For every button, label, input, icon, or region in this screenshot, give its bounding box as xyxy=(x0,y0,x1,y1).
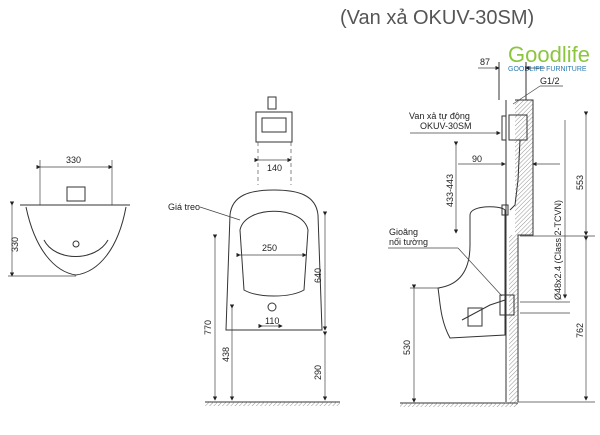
svg-text:GOODLIFE FURNITURE: GOODLIFE FURNITURE xyxy=(508,66,587,73)
valve-width-dim: 140 xyxy=(267,163,282,173)
svg-text:438: 438 xyxy=(221,347,231,362)
svg-text:G1/2: G1/2 xyxy=(540,76,560,86)
svg-text:553: 553 xyxy=(575,175,585,190)
svg-text:Van xả tự động: Van xả tự động xyxy=(409,111,470,121)
outlet-width-dim: 110 xyxy=(265,316,279,326)
svg-text:530: 530 xyxy=(402,340,412,355)
drawing-title: (Van xả OKUV-30SM) xyxy=(340,7,534,29)
svg-text:Ø48x2.4 (Class 2-TCVN): Ø48x2.4 (Class 2-TCVN) xyxy=(553,200,563,300)
svg-text:Gioăng: Gioăng xyxy=(389,227,418,237)
hanger-label: Giá treo xyxy=(168,202,200,212)
svg-text:87: 87 xyxy=(480,57,490,67)
inner-width-dim: 250 xyxy=(262,243,277,253)
top-side-view: 330 330 xyxy=(8,155,130,277)
svg-text:762: 762 xyxy=(575,323,585,338)
svg-text:90: 90 xyxy=(472,154,482,164)
width-dim: 330 xyxy=(66,155,81,165)
svg-text:nối tường: nối tường xyxy=(389,237,428,247)
svg-text:640: 640 xyxy=(313,268,323,283)
depth-dim: 330 xyxy=(10,237,20,252)
svg-text:290: 290 xyxy=(313,365,323,380)
svg-text:Goodlife: Goodlife xyxy=(508,42,590,67)
goodlife-logo: Goodlife GOODLIFE FURNITURE xyxy=(508,42,590,73)
svg-text:OKUV-30SM: OKUV-30SM xyxy=(420,121,472,131)
side-section-view: 87 G1/2 Van xả tự động OKUV-30SM 90 433-… xyxy=(388,57,595,407)
svg-text:433-443: 433-443 xyxy=(445,174,455,207)
front-view: 140 250 110 Giá treo 770 438 640 290 xyxy=(168,96,340,406)
svg-text:770: 770 xyxy=(203,320,213,335)
